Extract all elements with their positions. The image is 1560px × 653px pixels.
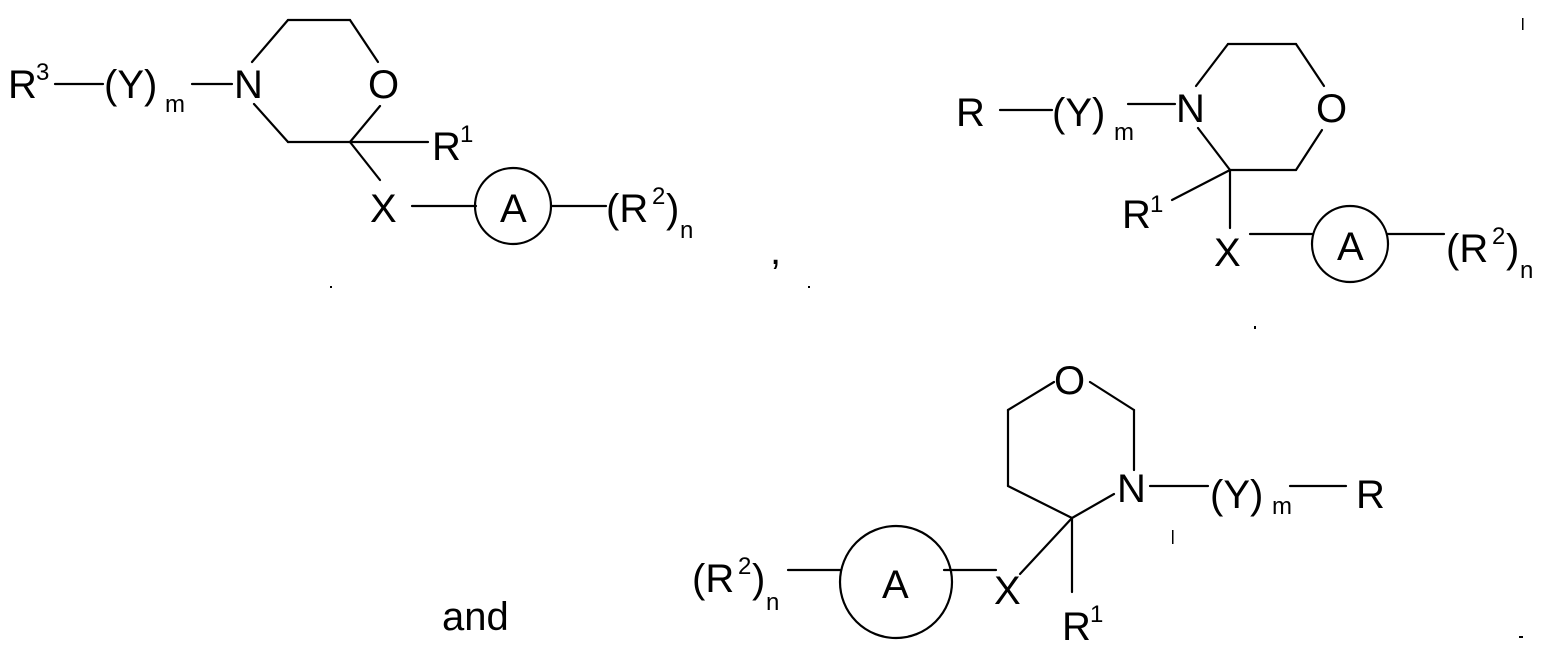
s3-r2-close: ) xyxy=(752,557,765,601)
s3-bond-c-cq xyxy=(1008,486,1072,518)
structure-2: R (Y) m N O R 1 X A (R 2 ) n xyxy=(956,44,1533,284)
scan-speck xyxy=(1519,636,1523,638)
s1-r3-superscript: 3 xyxy=(36,59,49,86)
s3-r2-subscript: n xyxy=(766,589,779,616)
s1-bond-c-x xyxy=(350,142,380,180)
separator-comma: , xyxy=(770,229,781,273)
s2-r-label: R xyxy=(956,91,985,135)
s2-r2-close: ) xyxy=(1506,227,1519,271)
s2-bond-n-c xyxy=(1196,44,1228,86)
s3-y-subscript: m xyxy=(1272,493,1292,520)
s1-r1-label: R xyxy=(432,125,461,169)
s1-r3-label: R xyxy=(8,63,37,107)
s3-oxygen: O xyxy=(1054,359,1085,403)
s2-bond-c-o xyxy=(1296,44,1324,86)
s2-x-label: X xyxy=(1214,231,1241,275)
s1-x-label: X xyxy=(370,187,397,231)
s3-y-label: (Y) xyxy=(1210,473,1263,517)
s3-bond-o-c xyxy=(1008,382,1054,410)
s1-y-subscript: m xyxy=(165,91,185,118)
s1-r1-superscript: 1 xyxy=(460,121,473,148)
s1-r2-superscript: 2 xyxy=(652,183,665,210)
s3-nitrogen: N xyxy=(1117,467,1146,511)
s2-bond-cq-n xyxy=(1198,128,1230,170)
s2-nitrogen: N xyxy=(1176,87,1205,131)
s3-r1-superscript: 1 xyxy=(1090,601,1103,628)
s3-bond-cq-n xyxy=(1072,494,1114,518)
s1-ring-a-label: A xyxy=(500,187,527,231)
s1-bond-c-o xyxy=(350,20,378,62)
structure-1: R 3 (Y) m N O R 1 X A (R 2 ) n xyxy=(8,20,693,244)
s3-r2-label: (R xyxy=(692,557,734,601)
s1-r2-label: (R xyxy=(606,187,648,231)
scan-speck xyxy=(808,286,810,288)
s1-oxygen: O xyxy=(368,63,399,107)
s1-bond-n-c xyxy=(252,20,288,62)
s2-bond-o-c xyxy=(1296,130,1322,170)
s2-r1-label: R xyxy=(1122,193,1151,237)
s2-y-subscript: m xyxy=(1114,119,1134,146)
s3-r-label: R xyxy=(1356,473,1385,517)
scan-speck xyxy=(1254,326,1256,329)
s1-y-label: (Y) xyxy=(104,63,157,107)
s2-r2-subscript: n xyxy=(1520,257,1533,284)
s1-nitrogen: N xyxy=(234,63,263,107)
s1-r2-subscript: n xyxy=(680,217,693,244)
s2-ring-a-label: A xyxy=(1337,225,1364,269)
s2-r2-superscript: 2 xyxy=(1492,223,1505,250)
s2-bond-cq-r1 xyxy=(1172,170,1230,200)
s1-r2-close: ) xyxy=(666,187,679,231)
s3-r2-superscript: 2 xyxy=(738,553,751,580)
s3-r1-label: R xyxy=(1062,605,1091,649)
s1-bond-ch2-n xyxy=(254,104,288,142)
s2-r1-superscript: 1 xyxy=(1150,191,1163,218)
s3-bond-cq-x xyxy=(1020,518,1072,574)
scan-speck xyxy=(1522,18,1524,30)
separator-and: and xyxy=(442,595,509,639)
scan-speck xyxy=(330,286,332,288)
structure-3: O N (Y) m R R 1 X A (R 2 ) n xyxy=(692,359,1385,649)
s3-bond-o-ch2 xyxy=(1090,382,1134,410)
s2-oxygen: O xyxy=(1316,87,1347,131)
s2-r2-label: (R xyxy=(1446,227,1488,271)
s3-x-label: X xyxy=(994,569,1021,613)
s3-ring-a-label: A xyxy=(882,563,909,607)
scan-speck xyxy=(1172,530,1174,544)
s2-y-label: (Y) xyxy=(1052,91,1105,135)
s1-bond-o-c xyxy=(350,106,380,142)
